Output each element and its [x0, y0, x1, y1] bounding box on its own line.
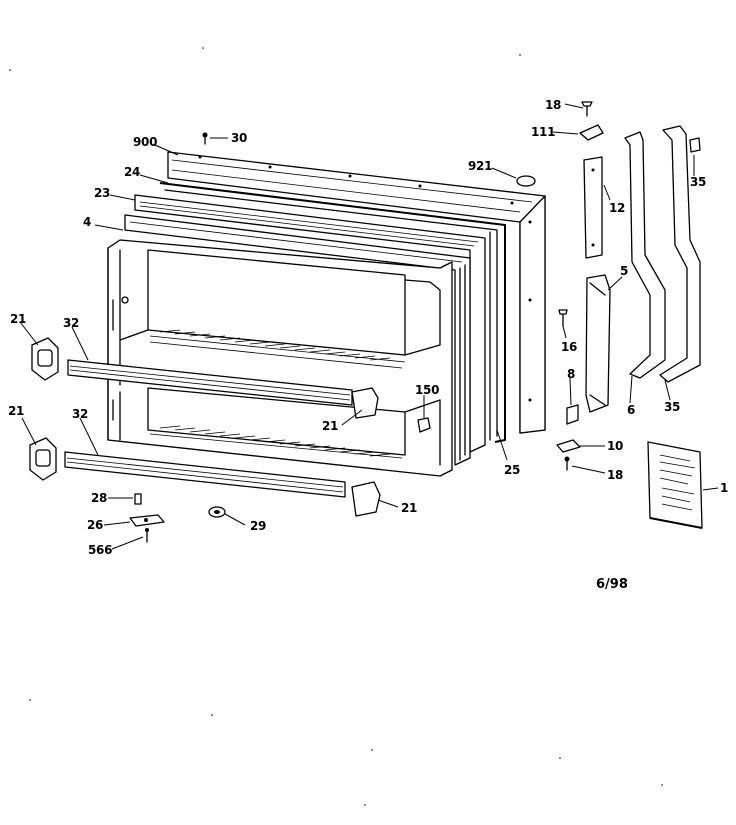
- callout-12: 12: [609, 201, 625, 215]
- outer-door-panel: [167, 151, 546, 434]
- hinge-assembly: [556, 101, 701, 471]
- callout-32-upper: 32: [63, 316, 79, 330]
- end-cap-lower-left: [29, 437, 57, 481]
- callout-16: 16: [561, 340, 577, 354]
- end-cap-upper-right: [351, 387, 379, 419]
- date-stamp: 6/98: [596, 577, 628, 592]
- callout-900: 900: [133, 135, 157, 149]
- door-liner-bins: [107, 239, 453, 477]
- callout-35-bottom: 35: [664, 400, 680, 414]
- callout-21-upper-left: 21: [10, 312, 26, 326]
- callout-18-top: 18: [545, 98, 561, 112]
- callout-8: 8: [567, 367, 575, 381]
- callout-111: 111: [531, 125, 555, 139]
- callout-18-bottom: 18: [607, 468, 623, 482]
- callout-21-upper-right: 21: [322, 419, 338, 433]
- callout-29: 29: [250, 519, 266, 533]
- instruction-booklet: [647, 441, 703, 529]
- callout-25: 25: [504, 463, 520, 477]
- callout-24: 24: [124, 165, 140, 179]
- callout-6: 6: [627, 403, 635, 417]
- scan-specks: [9, 47, 663, 806]
- callout-10: 10: [607, 439, 623, 453]
- callout-4: 4: [83, 215, 91, 229]
- callout-28: 28: [91, 491, 107, 505]
- bin-rail-upper: [67, 359, 353, 406]
- end-cap-lower-right: [351, 481, 381, 517]
- callout-21-lower-left: 21: [8, 404, 24, 418]
- callout-566: 566: [88, 543, 112, 557]
- callout-150: 150: [415, 383, 439, 397]
- inner-liner-frames: [124, 194, 486, 466]
- callout-30: 30: [231, 131, 247, 145]
- leader-lines: [19, 103, 719, 550]
- callout-35-top: 35: [690, 175, 706, 189]
- callout-21-lower-right: 21: [401, 501, 417, 515]
- callout-5: 5: [620, 264, 628, 278]
- door-gasket: [159, 182, 506, 443]
- callout-921: 921: [468, 159, 492, 173]
- end-cap-upper-left: [31, 337, 59, 381]
- small-hardware: [129, 132, 536, 543]
- bin-rail-lower: [64, 451, 346, 498]
- callout-23: 23: [94, 186, 110, 200]
- callout-26: 26: [87, 518, 103, 532]
- callout-32-lower: 32: [72, 407, 88, 421]
- callout-labels: 900 30 24 23 4 921 18 111 12 35 5 16 8 1…: [8, 98, 728, 592]
- callout-1: 1: [720, 481, 728, 495]
